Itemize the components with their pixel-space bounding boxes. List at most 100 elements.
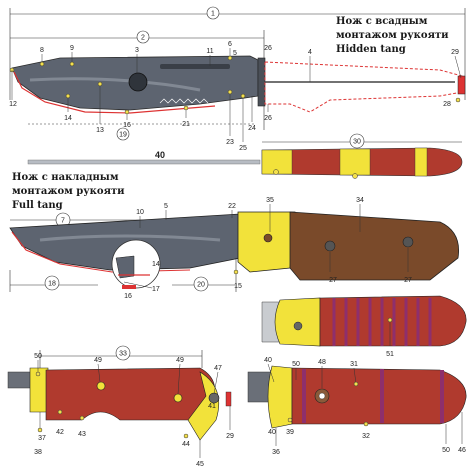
tang-rod-bare — [27, 159, 261, 165]
pin — [173, 393, 183, 403]
part-label-26-top: 26 — [264, 45, 272, 52]
dim-number-2: 2 — [141, 35, 145, 42]
part-label-13: 13 — [96, 127, 104, 134]
leader-dot — [124, 109, 130, 115]
spacer-stripe — [380, 369, 384, 423]
dim-marker-18 — [44, 275, 60, 291]
part-label-15: 15 — [234, 283, 242, 290]
spacer-yellow — [414, 147, 428, 177]
dim-number-7: 7 — [61, 218, 65, 225]
part-label-28: 28 — [443, 101, 451, 108]
dim-marker-30 — [349, 133, 365, 149]
end-cap — [225, 391, 232, 407]
part-label-26-bottom: 26 — [264, 115, 272, 122]
leader — [267, 363, 275, 383]
dim-marker-1 — [206, 6, 220, 20]
leader-dot — [183, 433, 189, 439]
dim-number-33: 33 — [119, 351, 127, 358]
dim-marker-19 — [116, 127, 130, 141]
part-label-40b: 40 — [268, 429, 276, 436]
caption-hidden-tang-ru-2: монтажом рукояти — [336, 30, 449, 41]
part-label-41: 41 — [208, 403, 216, 410]
part-label-29-bottom: 29 — [226, 433, 234, 440]
part-label-27-right: 27 — [404, 277, 412, 284]
detail-edge-marker — [122, 285, 136, 289]
part-label-16-detail: 16 — [124, 293, 132, 300]
lanyard-hole — [208, 392, 220, 404]
dim-number-40: 40 — [155, 150, 165, 160]
leader-dot — [39, 61, 45, 67]
part-label-32: 32 — [362, 433, 370, 440]
blade-sheen — [39, 234, 221, 242]
part-label-17: 17 — [152, 286, 160, 293]
leader — [454, 55, 462, 79]
part-label-39: 39 — [286, 429, 294, 436]
serrations — [159, 98, 209, 104]
leader-dot — [387, 317, 393, 323]
part-label-47: 47 — [214, 365, 222, 372]
handle-rivet — [324, 240, 336, 252]
dim-number-20: 20 — [197, 282, 205, 289]
handle-detail-left: 33 50 49 49 47 41 29 37 38 42 43 44 45 — [7, 345, 234, 468]
guard — [257, 57, 266, 107]
leader-dot — [97, 81, 103, 87]
detail-blade-cut — [115, 255, 135, 279]
part-label-50-right: 50 — [292, 361, 300, 368]
caption-hidden-tang-en: Hidden tang — [336, 44, 406, 55]
dim-marker-2 — [136, 30, 150, 44]
part-label-5: 5 — [164, 203, 168, 210]
dim-marker-33 — [115, 345, 131, 361]
pin — [293, 321, 303, 331]
stacked-handle: 51 — [261, 295, 467, 358]
part-label-50-end: 50 — [442, 447, 450, 454]
leader-dot — [240, 93, 246, 99]
leader — [213, 371, 219, 395]
leader-dot — [37, 427, 43, 433]
part-label-35: 35 — [266, 197, 274, 204]
part-label-10: 10 — [136, 209, 144, 216]
part-label-51: 51 — [386, 351, 394, 358]
leader-dot — [65, 93, 71, 99]
leader-dot — [227, 89, 233, 95]
leader-dot — [57, 409, 63, 415]
leader-dot — [363, 421, 369, 427]
part-label-23: 23 — [226, 139, 234, 146]
caption-full-tang-ru-2: монтажом рукояти — [12, 186, 125, 197]
handle-detail-right: 40 50 48 31 40 39 36 32 50 46 — [247, 357, 467, 456]
part-label-37: 37 — [38, 435, 46, 442]
handle-scale-wood — [289, 211, 459, 281]
dim-marker-20 — [193, 276, 209, 292]
part-label-43: 43 — [78, 431, 86, 438]
leader-dot — [353, 381, 359, 387]
leader-dot — [183, 105, 189, 111]
blade-hole — [128, 72, 148, 92]
part-label-31: 31 — [350, 361, 358, 368]
part-label-8: 8 — [40, 47, 44, 54]
part-label-14-detail: 14 — [152, 261, 160, 268]
leader-dot — [273, 169, 279, 175]
leader — [353, 367, 357, 385]
leader-dot — [455, 97, 461, 103]
part-label-40: 40 — [264, 357, 272, 364]
leader-dot — [233, 269, 239, 275]
part-label-22: 22 — [228, 203, 236, 210]
part-label-36: 36 — [272, 449, 280, 456]
edge-line — [13, 71, 216, 114]
leader — [177, 363, 181, 395]
part-label-25: 25 — [239, 145, 247, 152]
part-label-21: 21 — [182, 121, 190, 128]
spacer-stripe — [302, 369, 306, 423]
mosaic-pin-center — [318, 392, 326, 400]
dim-number-1: 1 — [211, 11, 215, 18]
fuller — [160, 64, 230, 69]
spacer-yellow — [339, 148, 371, 176]
caption-full-tang-ru-1: Нож с накладным — [12, 172, 119, 183]
spacer-stripe — [440, 370, 444, 423]
part-label-50-left: 50 — [34, 353, 42, 360]
part-label-12: 12 — [9, 101, 17, 108]
dim-number-18: 18 — [48, 281, 56, 288]
leader-dot — [352, 173, 358, 179]
leader-dot — [79, 415, 85, 421]
pin — [96, 381, 106, 391]
